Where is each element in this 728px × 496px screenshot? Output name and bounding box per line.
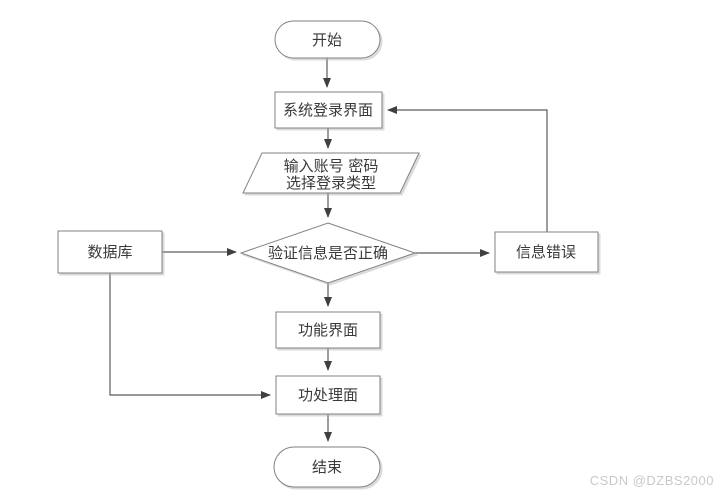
input-parallelogram-shape [242, 152, 420, 194]
input-label-line2: 选择登录类型 [286, 174, 376, 192]
connector-error-login-feedback [387, 106, 548, 232]
node-process-screen: 功处理面 [275, 375, 381, 415]
input-label-line1: 输入账号 密码 [284, 157, 379, 175]
login-process-shape [274, 91, 383, 129]
node-database: 数据库 [57, 230, 163, 274]
verify-label: 验证信息是否正确 [268, 244, 388, 262]
watermark: CSDN @DZBS2000 [589, 473, 714, 488]
verify-decision-shape [239, 222, 417, 284]
process-label: 功处理面 [298, 386, 358, 404]
start-terminator-shape [274, 20, 381, 59]
node-end: 结束 [273, 446, 381, 488]
node-verify-info: 验证信息是否正确 [239, 222, 417, 284]
database-label: 数据库 [87, 243, 132, 261]
start-label: 开始 [312, 31, 342, 49]
node-start: 开始 [274, 20, 381, 59]
function-process-shape [275, 311, 381, 349]
node-function-screen: 功能界面 [275, 311, 381, 349]
error-process-shape [494, 231, 599, 273]
connectors [109, 58, 548, 442]
end-label: 结束 [312, 458, 342, 476]
end-terminator-shape [273, 446, 381, 488]
connector-database-process [109, 273, 271, 399]
function-label: 功能界面 [298, 321, 358, 339]
process-shape [275, 375, 381, 415]
login-label: 系统登录界面 [283, 101, 373, 119]
node-login-screen: 系统登录界面 [274, 91, 383, 129]
error-label: 信息错误 [516, 243, 576, 261]
database-process-shape [57, 230, 163, 274]
node-info-error: 信息错误 [494, 231, 599, 273]
node-input-credentials: 输入账号 密码 选择登录类型 [242, 152, 420, 194]
